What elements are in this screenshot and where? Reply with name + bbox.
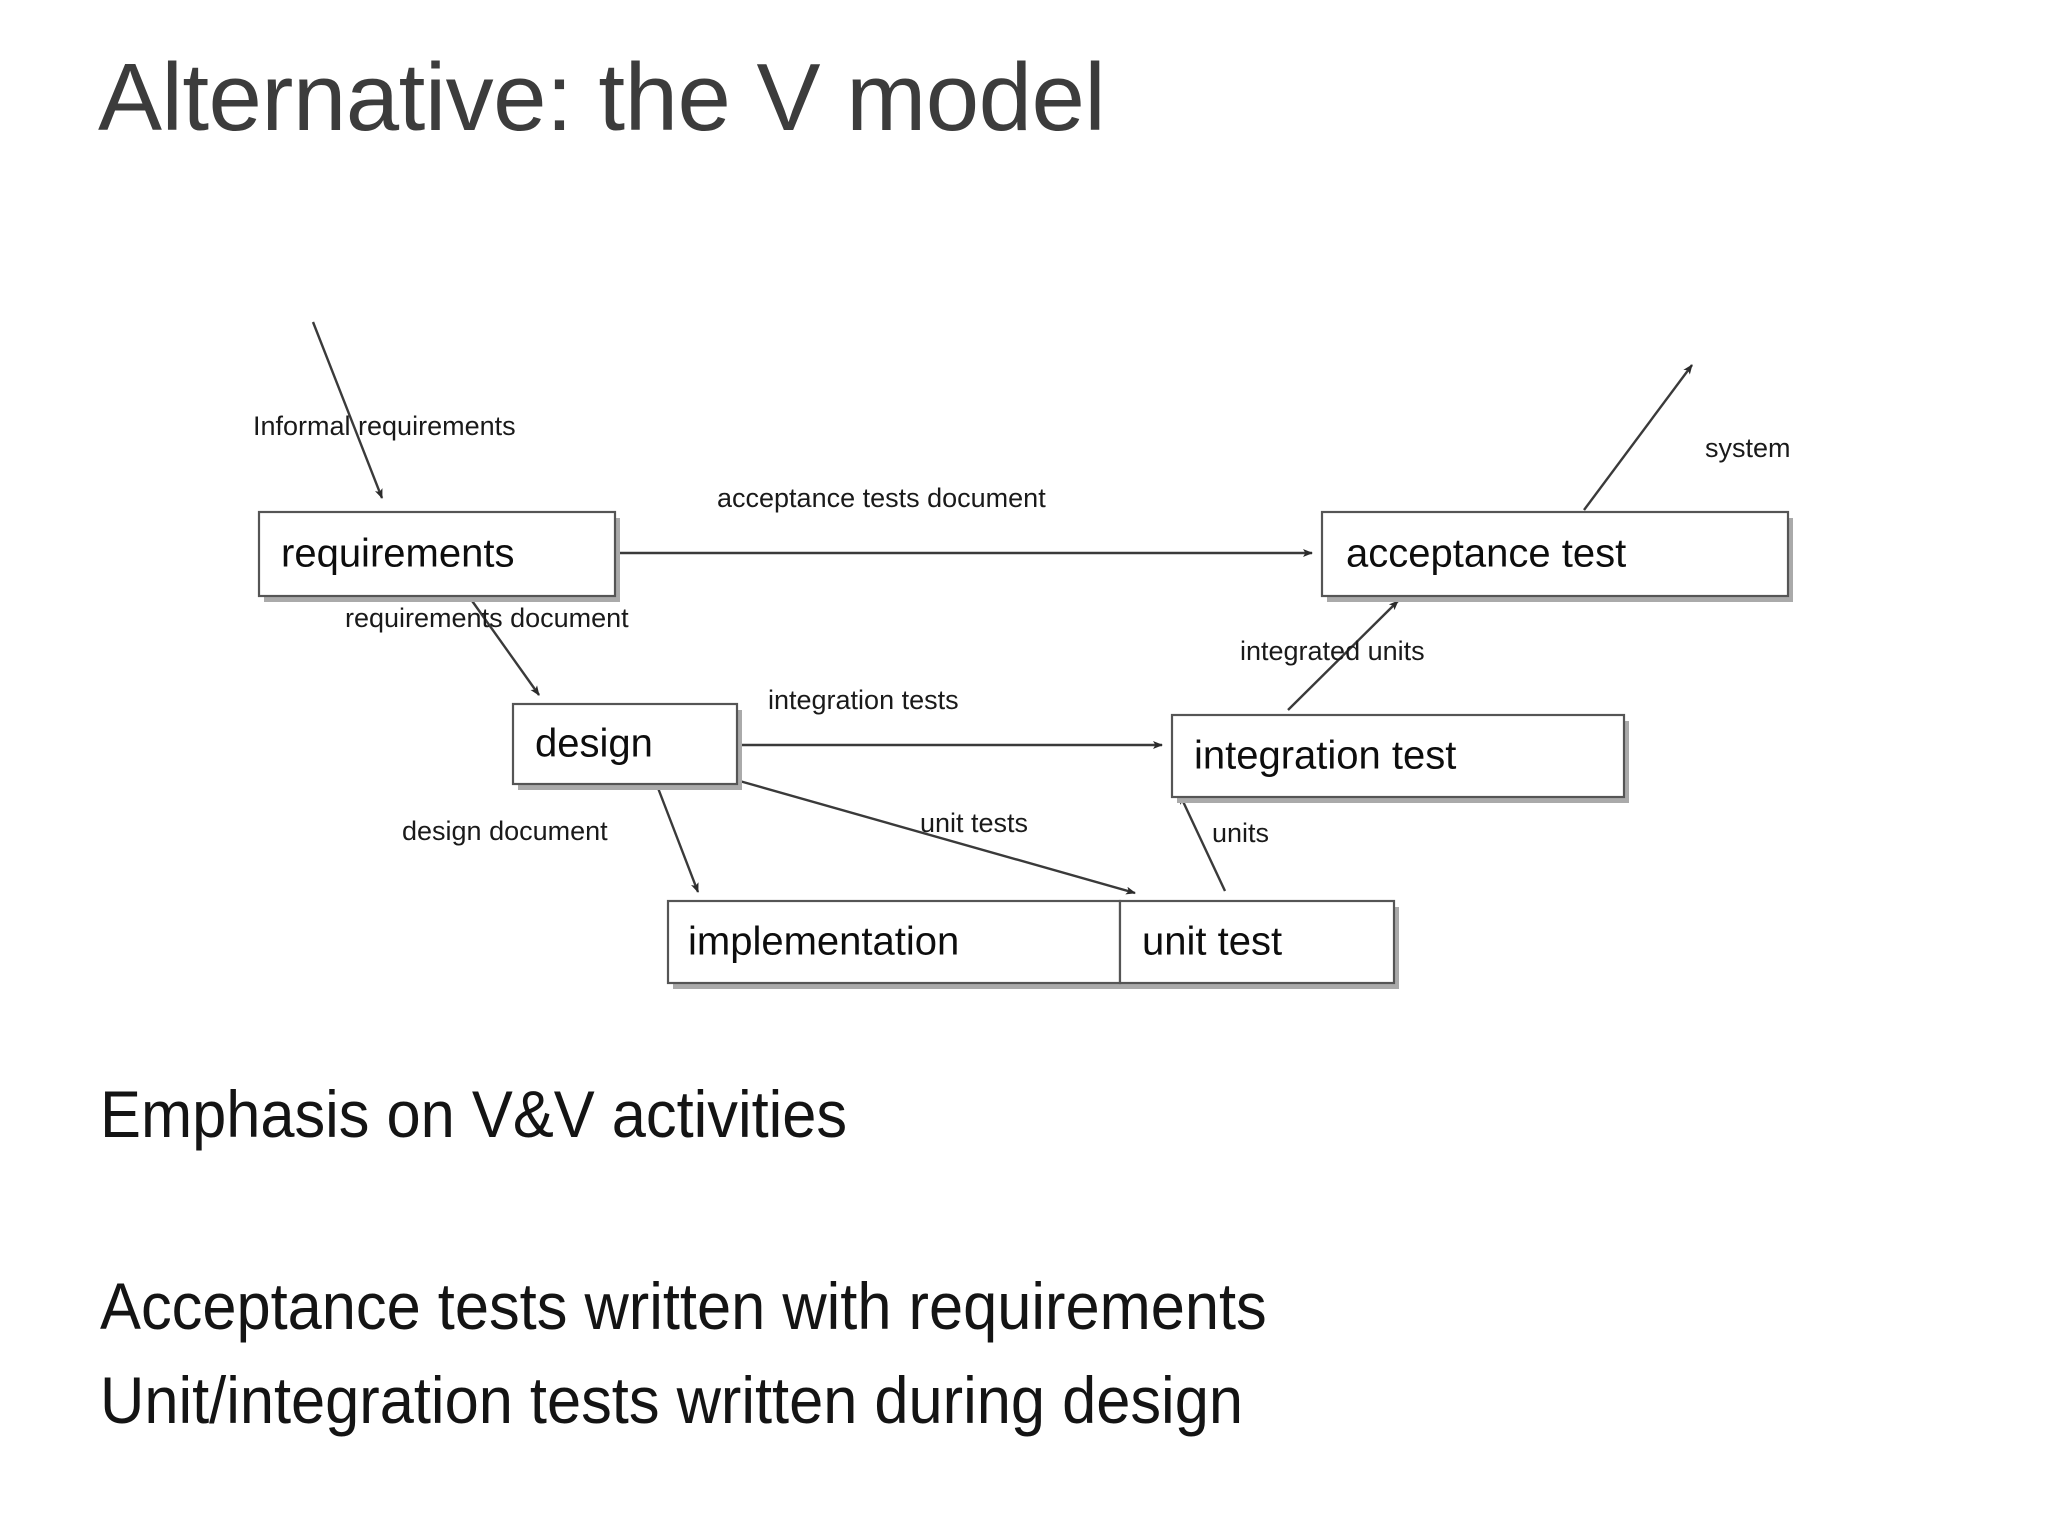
box-implementation-label: implementation [688, 920, 959, 964]
box-requirements[interactable]: requirements [257, 510, 620, 602]
body-line-acceptance-tests: Acceptance tests written with requiremen… [100, 1269, 1267, 1343]
edge-label-system: system [1705, 433, 1791, 463]
edge-label-requirements-document: requirements document [345, 603, 629, 633]
box-acceptance-test[interactable]: acceptance test [1320, 510, 1793, 602]
box-requirements-label: requirements [281, 532, 514, 576]
box-integration-test[interactable]: integration test [1170, 713, 1629, 803]
box-unit-test-label: unit test [1142, 920, 1282, 964]
page-title: Alternative: the V model [98, 44, 1106, 151]
edge-label-design-document: design document [402, 816, 608, 846]
box-unit-test[interactable]: unit test [1118, 899, 1399, 989]
body-line-emphasis: Emphasis on V&V activities [100, 1077, 848, 1151]
edge-label-acceptance-tests-document: acceptance tests document [717, 483, 1046, 513]
v-model-diagram: requirements acceptance test design inte… [180, 321, 1860, 1010]
body-line-unit-integration-tests: Unit/integration tests written during de… [100, 1363, 1243, 1437]
box-integration-test-label: integration test [1194, 734, 1456, 778]
edge-design-document [656, 787, 700, 893]
edge-informal-requirements [311, 321, 384, 499]
box-acceptance-test-label: acceptance test [1346, 532, 1626, 576]
edge-unit-tests [735, 778, 1136, 895]
box-design-label: design [535, 722, 653, 766]
edge-integrated-units [1287, 600, 1399, 711]
edge-system [1583, 364, 1693, 511]
edge-requirements-document [469, 597, 540, 696]
edge-label-informal-requirements: Informal requirements [253, 411, 516, 441]
edge-label-units: units [1212, 818, 1269, 848]
edge-label-integrated-units: integrated units [1240, 636, 1425, 666]
edge-units [1178, 794, 1227, 892]
edge-label-integration-tests: integration tests [768, 685, 959, 715]
box-implementation[interactable]: implementation [666, 899, 1125, 989]
edge-label-unit-tests: unit tests [920, 808, 1028, 838]
box-design[interactable]: design [511, 702, 742, 790]
diagram-canvas: requirements acceptance test design inte… [253, 321, 1793, 989]
